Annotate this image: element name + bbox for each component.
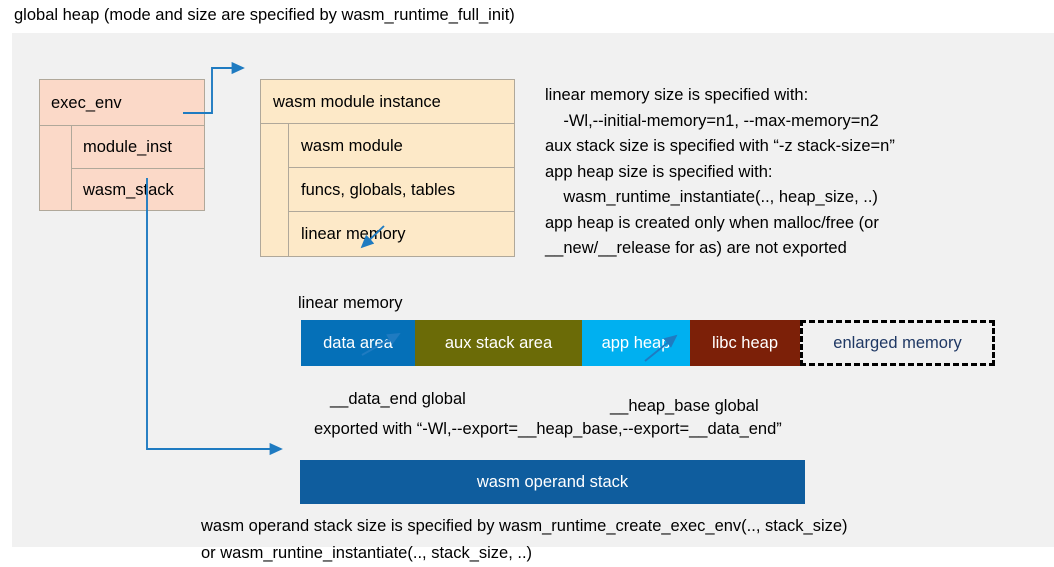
exec-env-row-module-inst[interactable]: module_inst bbox=[71, 125, 205, 169]
annotation-data-end-global: __data_end global bbox=[330, 390, 466, 408]
module-inst-label: module_inst bbox=[83, 138, 172, 156]
exec-env-label: exec_env bbox=[51, 93, 122, 112]
linear-memory-bar-caption: linear memory bbox=[298, 294, 403, 312]
linear-memory-spec-note: linear memory size is specified with: -W… bbox=[545, 86, 895, 257]
exec-env-row-wasm-stack[interactable]: wasm_stack bbox=[71, 168, 205, 211]
module-instance-row-wasm-module[interactable]: wasm module bbox=[288, 123, 515, 168]
memory-segment-app-heap[interactable]: app heap bbox=[582, 320, 690, 366]
linear-memory-label: linear memory bbox=[301, 225, 406, 243]
wasm-module-label: wasm module bbox=[301, 136, 403, 155]
memory-segment-label: enlarged memory bbox=[833, 333, 962, 352]
module-instance-header[interactable]: wasm module instance bbox=[260, 79, 515, 124]
memory-segment-label: libc heap bbox=[711, 333, 779, 352]
module-instance-row-funcs-globals-tables[interactable]: funcs, globals, tables bbox=[288, 167, 515, 212]
wasm-operand-stack-note: wasm operand stack size is specified by … bbox=[201, 517, 848, 562]
wasm-stack-label: wasm_stack bbox=[83, 180, 174, 199]
memory-segment-aux-stack-area[interactable]: aux stack area bbox=[415, 320, 582, 366]
module-instance-row-linear-memory[interactable]: linear memory bbox=[288, 211, 515, 257]
annotation-heap-base-global: __heap_base global bbox=[610, 397, 759, 415]
linear-memory-bar: data area aux stack area app heap libc h… bbox=[301, 320, 995, 366]
memory-segment-libc-heap[interactable]: libc heap bbox=[690, 320, 800, 366]
annotation-exported-with: exported with “-Wl,--export=__heap_base,… bbox=[314, 420, 782, 438]
memory-segment-label: aux stack area bbox=[444, 333, 553, 352]
memory-segment-label: data area bbox=[323, 333, 393, 352]
page-title: global heap (mode and size are specified… bbox=[14, 6, 515, 24]
diagram-stage: global heap (mode and size are specified… bbox=[12, 6, 1054, 562]
wasm-operand-stack-label: wasm operand stack bbox=[476, 472, 629, 491]
exec-env-group: exec_env module_inst wasm_stack bbox=[39, 79, 205, 211]
memory-segment-enlarged-memory[interactable]: enlarged memory bbox=[800, 320, 995, 366]
memory-segment-data-area[interactable]: data area bbox=[301, 320, 415, 366]
memory-segment-label: app heap bbox=[601, 333, 671, 352]
exec-env-header[interactable]: exec_env bbox=[39, 79, 205, 126]
module-instance-label: wasm module instance bbox=[273, 92, 441, 111]
wasm-operand-stack-box[interactable]: wasm operand stack bbox=[300, 460, 805, 504]
diagram-canvas: exec_env module_inst wasm_stack wasm mod… bbox=[12, 33, 1054, 562]
wasm-module-instance-group: wasm module instance wasm module funcs, … bbox=[260, 79, 515, 257]
funcs-globals-tables-label: funcs, globals, tables bbox=[301, 180, 456, 199]
